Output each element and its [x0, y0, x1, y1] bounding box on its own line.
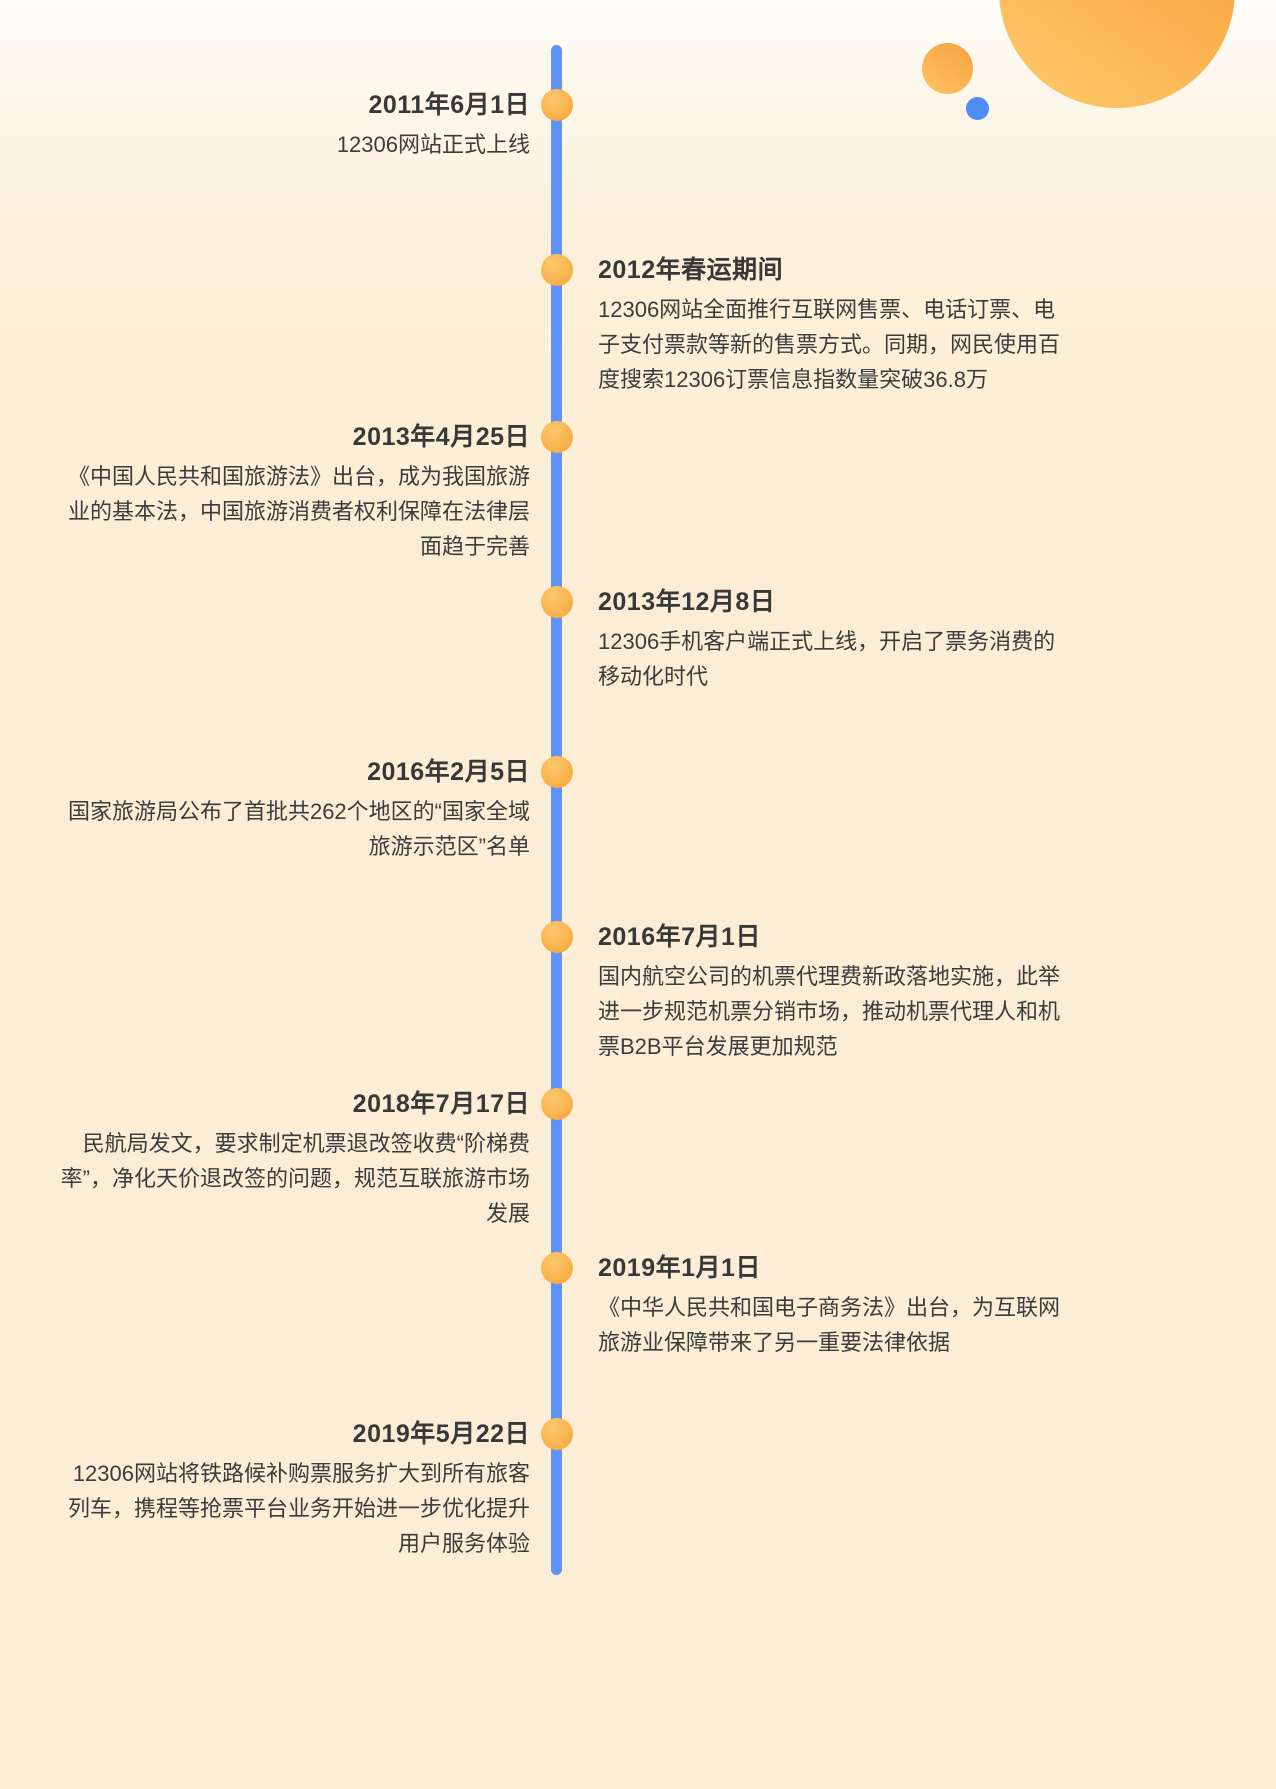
timeline-event-2018-07-17: 2018年7月17日 民航局发文，要求制定机票退改签收费“阶梯费率”，净化天价退… [52, 1088, 573, 1231]
event-description: 12306网站将铁路候补购票服务扩大到所有旅客列车，携程等抢票平台业务开始进一步… [67, 1461, 530, 1556]
event-description: 12306网站全面推行互联网售票、电话订票、电子支付票款等新的售票方式。同期，网… [598, 297, 1061, 392]
timeline-event-2013-04-25: 2013年4月25日 《中国人民共和国旅游法》出台，成为我国旅游业的基本法，中国… [52, 421, 573, 564]
event-date: 2012年春运期间 [598, 256, 784, 284]
event-date: 2016年7月1日 [598, 923, 761, 951]
timeline-dot-icon [541, 421, 573, 453]
decor-circle-small-blue-icon [966, 97, 989, 120]
timeline-event-2016-02-05: 2016年2月5日 国家旅游局公布了首批共262个地区的“国家全域旅游示范区”名… [52, 756, 573, 864]
timeline-event-2012-chunyun: 2012年春运期间 12306网站全面推行互联网售票、电话订票、电子支付票款等新… [541, 254, 1076, 397]
decor-circle-medium-orange-icon [922, 43, 973, 94]
decor-circle-large-orange-icon [999, 0, 1235, 108]
event-date: 2013年12月8日 [598, 588, 776, 616]
timeline-event-2019-01-01: 2019年1月1日 《中华人民共和国电子商务法》出台，为互联网旅游业保障带来了另… [541, 1252, 1076, 1360]
event-description: 《中华人民共和国电子商务法》出台，为互联网旅游业保障带来了另一重要法律依据 [598, 1295, 1061, 1355]
timeline-dot-icon [541, 254, 573, 286]
timeline-dot-icon [541, 89, 573, 121]
event-date: 2019年5月22日 [352, 1420, 530, 1448]
event-date: 2018年7月17日 [352, 1090, 530, 1118]
timeline-dot-icon [541, 756, 573, 788]
timeline-dot-icon [541, 1088, 573, 1120]
event-description: 12306手机客户端正式上线，开启了票务消费的移动化时代 [598, 629, 1056, 689]
event-date: 2013年4月25日 [352, 423, 530, 451]
timeline-event-2019-05-22: 2019年5月22日 12306网站将铁路候补购票服务扩大到所有旅客列车，携程等… [52, 1418, 573, 1561]
timeline-line [551, 45, 562, 1575]
event-description: 国内航空公司的机票代理费新政落地实施，此举进一步规范机票分销市场，推动机票代理人… [598, 964, 1061, 1059]
timeline-dot-icon [541, 1252, 573, 1284]
timeline-dot-icon [541, 586, 573, 618]
timeline-dot-icon [541, 921, 573, 953]
timeline-dot-icon [541, 1418, 573, 1450]
timeline-event-2011-06-01: 2011年6月1日 12306网站正式上线 [52, 89, 573, 162]
event-description: 12306网站正式上线 [336, 132, 530, 157]
event-date: 2011年6月1日 [368, 91, 530, 119]
event-description: 民航局发文，要求制定机票退改签收费“阶梯费率”，净化天价退改签的问题，规范互联旅… [60, 1131, 530, 1226]
timeline-event-2013-12-08: 2013年12月8日 12306手机客户端正式上线，开启了票务消费的移动化时代 [541, 586, 1076, 694]
event-description: 国家旅游局公布了首批共262个地区的“国家全域旅游示范区”名单 [67, 799, 530, 859]
event-description: 《中国人民共和国旅游法》出台，成为我国旅游业的基本法，中国旅游消费者权利保障在法… [67, 464, 530, 559]
event-date: 2019年1月1日 [598, 1254, 761, 1282]
event-date: 2016年2月5日 [367, 758, 530, 786]
timeline-event-2016-07-01: 2016年7月1日 国内航空公司的机票代理费新政落地实施，此举进一步规范机票分销… [541, 921, 1076, 1064]
